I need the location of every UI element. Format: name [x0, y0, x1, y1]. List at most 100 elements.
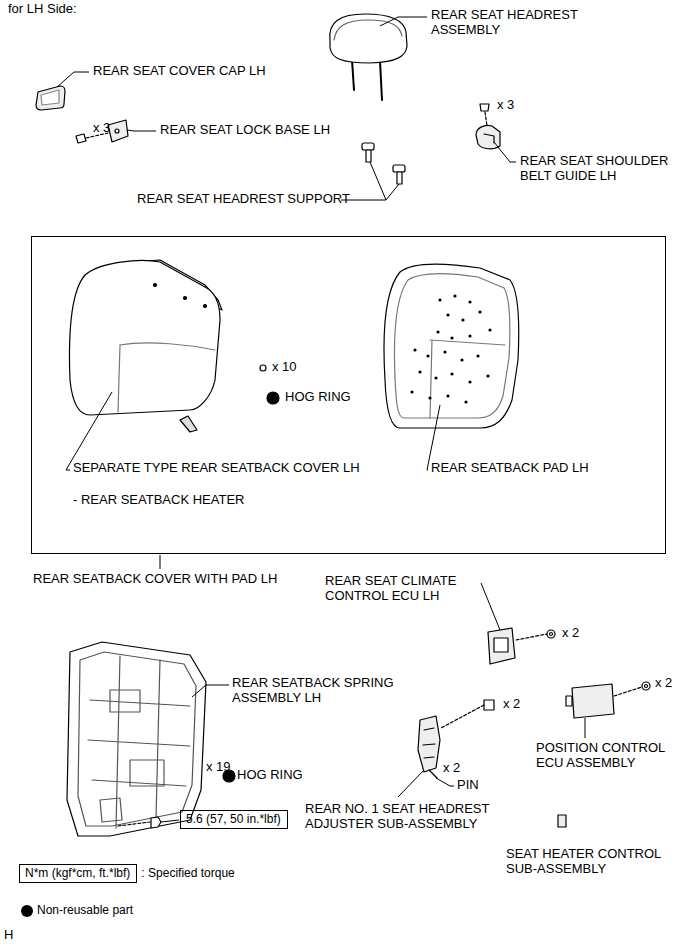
non-reusable-dot — [223, 392, 279, 782]
part-label: H — [4, 927, 13, 942]
quantity-label: x 3 — [497, 97, 514, 112]
seatback-cover-drawing — [70, 261, 220, 415]
part-label: REAR SEAT HEADREST SUPPORT — [137, 191, 350, 206]
quantity-label: x 3 — [93, 120, 110, 135]
belt-guide-drawing — [476, 104, 500, 149]
position-ecu-drawing — [645, 685, 648, 688]
headrest-adjuster-drawing — [429, 770, 437, 778]
pad-dot — [450, 372, 453, 375]
part-label: REAR SEAT COVER CAP LH — [93, 63, 266, 78]
part-label: HOG RING — [237, 767, 303, 782]
climate-ecu-drawing — [547, 630, 555, 638]
leader-line — [585, 718, 586, 738]
part-label: REAR SEAT HEADREST ASSEMBLY — [431, 7, 583, 37]
headrest-drawing — [334, 20, 402, 40]
pad-dot — [446, 394, 449, 397]
pad-dot — [450, 336, 453, 339]
part-label: REAR SEAT LOCK BASE LH — [160, 122, 330, 137]
nut-drawing — [118, 817, 161, 828]
pad-dot — [443, 350, 446, 353]
seatback-pad-drawing — [430, 340, 505, 418]
position-ecu-drawing — [614, 687, 642, 696]
lock-base-drawing — [76, 120, 128, 143]
leader-line — [494, 142, 516, 162]
pad-dots — [410, 294, 491, 403]
lock-base-drawing — [115, 129, 119, 133]
climate-ecu-drawing — [488, 628, 515, 664]
box-text: 5.6 (57, 50 in.*lbf) — [186, 812, 281, 827]
pad-dot — [461, 318, 464, 321]
pad-dot — [428, 396, 431, 399]
lock-base-drawing — [76, 134, 86, 143]
seatback-cover-drawing — [154, 284, 157, 287]
part-label: SEPARATE TYPE REAR SEATBACK COVER LH — [73, 460, 360, 475]
part-label: REAR SEATBACK SPRING ASSEMBLY LH — [232, 675, 394, 705]
leader-line — [57, 72, 89, 87]
part-label: HOG RING — [285, 389, 351, 404]
spring-assembly-drawing — [67, 642, 206, 836]
part-label: - REAR SEATBACK HEATER — [73, 492, 244, 507]
pad-dot — [436, 330, 439, 333]
climate-ecu-drawing — [494, 638, 508, 652]
spring-assembly-drawing — [88, 656, 190, 828]
seatback-cover-drawing — [118, 345, 120, 412]
belt-guide-drawing — [480, 104, 489, 111]
pad-dot — [460, 358, 463, 361]
quantity-label: x 2 — [443, 760, 460, 775]
headrest-drawing — [352, 60, 354, 90]
spring-assembly-drawing — [100, 798, 122, 822]
headrest-adjuster-drawing — [423, 728, 435, 758]
quantity-label: x 2 — [503, 696, 520, 711]
diagram-title: for LH Side: — [8, 1, 77, 16]
torque-box: 5.6 (57, 50 in.*lbf) — [180, 810, 288, 829]
pad-dot — [438, 298, 441, 301]
legend-text: : Specified torque — [141, 866, 234, 881]
leader-line — [398, 770, 424, 797]
quantity-label: x 2 — [655, 675, 672, 690]
part-label: PIN — [457, 777, 479, 792]
part-label: REAR SEATBACK PAD LH — [431, 460, 589, 475]
seatback-cover-drawing — [120, 343, 215, 350]
belt-guide-drawing — [485, 112, 487, 126]
part-label: REAR SEAT SHOULDER BELT GUIDE LH — [520, 153, 675, 183]
headrest-drawing — [330, 14, 407, 100]
seat-heater-control-drawing — [558, 815, 566, 827]
pad-dot — [476, 354, 479, 357]
quantity-label: x 19 — [206, 759, 231, 774]
unit-box: N*m (kgf*cm, ft.*lbf) — [19, 864, 137, 883]
seatback-cover-drawing — [70, 260, 222, 432]
leader-line — [192, 685, 229, 697]
legend-text: Non-reusable part — [37, 903, 133, 918]
cover-cap-drawing — [36, 86, 65, 110]
pad-dot — [464, 400, 467, 403]
headrest-drawing — [330, 14, 407, 63]
leader-line — [380, 17, 427, 26]
nut-drawing — [151, 817, 161, 828]
leader-line — [436, 778, 454, 786]
climate-ecu-drawing — [516, 634, 547, 640]
pad-dot — [434, 376, 437, 379]
position-ecu-drawing — [566, 696, 572, 706]
headrest-support-drawing — [362, 143, 405, 184]
pad-dot — [418, 370, 421, 373]
box-text: N*m (kgf*cm, ft.*lbf) — [25, 866, 130, 881]
leader-line — [481, 583, 500, 630]
hog-ring-drawing — [260, 365, 266, 371]
headrest-adjuster-drawing — [418, 716, 440, 772]
position-ecu-drawing — [642, 682, 650, 690]
headrest-drawing — [380, 61, 382, 100]
pad-dot — [468, 334, 471, 337]
spring-assembly-drawing — [78, 652, 196, 826]
climate-ecu-drawing — [550, 633, 553, 636]
pad-dot — [446, 313, 449, 316]
headrest-adjuster-drawing — [418, 700, 494, 778]
position-ecu-drawing — [572, 684, 614, 718]
quantity-label: x 10 — [272, 359, 297, 374]
seatback-cover-drawing — [184, 297, 187, 300]
headrest-support-drawing — [393, 165, 405, 172]
spring-assembly-drawing — [110, 690, 140, 712]
seatback-cover-drawing — [180, 416, 197, 432]
pad-dot — [478, 310, 481, 313]
spring-assembly-drawing — [67, 642, 206, 836]
